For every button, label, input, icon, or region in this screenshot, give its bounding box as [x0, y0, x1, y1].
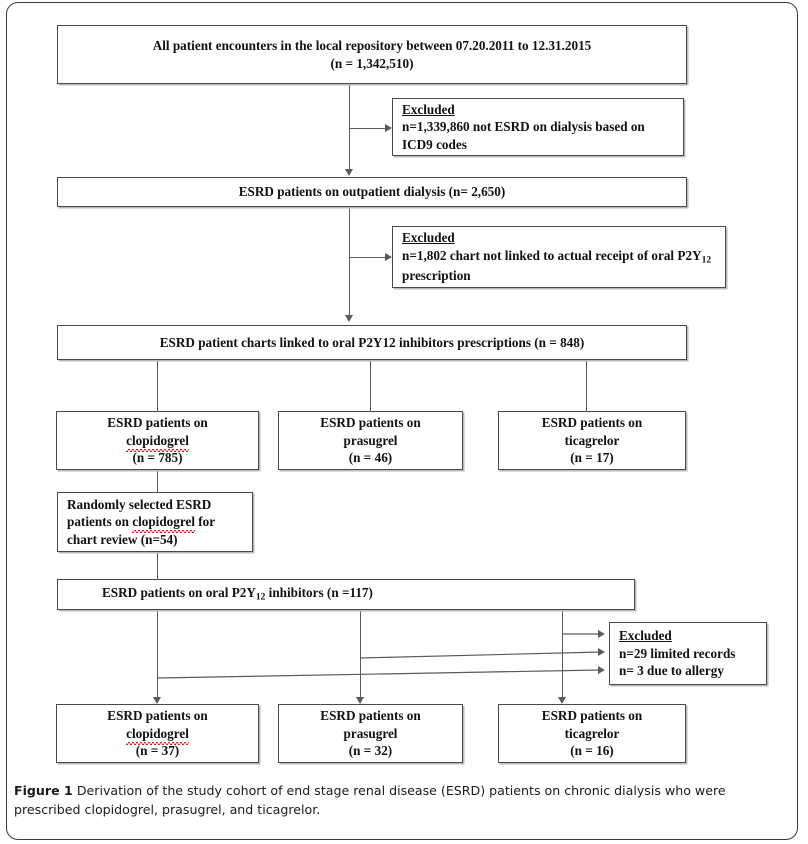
node-line: (n = 1,342,510) — [330, 55, 414, 71]
node-line: ESRD patient charts linked to oral P2Y12… — [159, 334, 585, 350]
arrowhead-right-excluded-3b — [598, 647, 605, 656]
flowchart-canvas: All patient encounters in the local repo… — [56, 25, 767, 763]
node-line: chart review (n=54) — [67, 531, 178, 547]
node-clopidogrel-bottom: ESRD patients on clopidogrel (n = 37) — [56, 704, 259, 763]
node-line: clopidogrel — [126, 725, 189, 746]
drug-name-misspelled: clopidogrel — [126, 432, 189, 453]
node-ticagrelor-top: ESRD patients on ticagrelor (n = 17) — [498, 411, 686, 470]
excluded-heading: Excluded — [619, 628, 672, 644]
excluded-body-text: n=1,802 chart not linked to actual recei… — [402, 247, 702, 263]
excluded-heading: Excluded — [402, 230, 455, 246]
node-charts-linked: ESRD patient charts linked to oral P2Y12… — [57, 325, 687, 360]
node-line: prasugrel — [343, 725, 398, 741]
connector-stem-prasugrel — [370, 360, 372, 411]
node-line: (n = 17) — [570, 450, 614, 466]
connector-stem-2 — [349, 207, 351, 320]
node-excluded-2: Excluded n=1,802 chart not linked to act… — [392, 226, 726, 288]
node-line: ESRD patients on oral P2Y12 inhibitors (… — [102, 584, 373, 604]
node-ticagrelor-bottom: ESRD patients on ticagrelor (n = 16) — [498, 704, 686, 763]
arrowhead-right-excluded-3a — [598, 629, 605, 638]
node-line: ESRD patients on — [107, 708, 208, 724]
drug-name-misspelled: clopidogrel — [132, 514, 195, 534]
node-line: (n = 16) — [570, 743, 614, 759]
node-oral-inhibitors: ESRD patients on oral P2Y12 inhibitors (… — [57, 579, 635, 610]
node-line: ESRD patients on — [320, 708, 421, 724]
node-line: prasugrel — [343, 432, 398, 448]
p2y12-subscript: 12 — [701, 255, 712, 266]
figure-caption-label: Figure 1 — [14, 783, 73, 798]
node-line: (n = 32) — [348, 743, 393, 759]
node-line-text: patients on — [67, 514, 133, 530]
node-line: All patient encounters in the local repo… — [152, 38, 592, 54]
connector-stem-ticagrelor — [586, 360, 588, 411]
connector-branch-excluded-1 — [349, 128, 388, 130]
node-line-tail: for — [194, 514, 216, 530]
arrowhead-down-bottom-1 — [152, 697, 161, 704]
arrowhead-down-bottom-3 — [557, 697, 566, 704]
node-line: ESRD patients on — [320, 415, 421, 431]
arrowhead-right-excluded-3c — [598, 665, 605, 674]
node-line: ESRD patients on outpatient dialysis (n=… — [238, 184, 506, 200]
connector-stem-bottom-prasugrel — [360, 610, 362, 702]
node-line-tail: inhibitors (n =117) — [265, 585, 373, 601]
node-excluded-3: Excluded n=29 limited records n= 3 due t… — [609, 622, 767, 685]
node-line: clopidogrel — [126, 432, 189, 453]
excluded-body: n= 3 due to allergy — [619, 663, 724, 679]
arrowhead-right-1 — [385, 123, 392, 132]
node-line: patients on clopidogrel for — [67, 513, 216, 534]
connector-stem-4 — [157, 552, 159, 579]
node-line-text: ESRD patients on oral P2Y — [102, 585, 256, 601]
node-prasugrel-top: ESRD patients on prasugrel (n = 46) — [278, 411, 463, 470]
node-line: (n = 785) — [132, 450, 183, 466]
node-excluded-1: Excluded n=1,339,860 not ESRD on dialysi… — [392, 98, 684, 156]
connector-stem-clopidogrel — [157, 360, 159, 411]
node-line: (n = 37) — [135, 743, 180, 759]
node-all-patient-encounters: All patient encounters in the local repo… — [57, 25, 687, 84]
node-line: ticagrelor — [564, 725, 620, 741]
arrowhead-down-1 — [344, 169, 353, 176]
arrowhead-down-bottom-2 — [355, 697, 364, 704]
connector-stem-3 — [157, 470, 159, 492]
figure-caption: Figure 1 Derivation of the study cohort … — [14, 782, 792, 820]
node-line: ESRD patients on — [107, 415, 208, 431]
node-prasugrel-bottom: ESRD patients on prasugrel (n = 32) — [278, 704, 463, 763]
drug-name-misspelled: clopidogrel — [126, 725, 189, 746]
excluded-heading: Excluded — [402, 101, 455, 117]
figure-caption-text: Derivation of the study cohort of end st… — [14, 783, 726, 817]
p2y12-subscript: 12 — [255, 593, 266, 604]
node-line: ESRD patients on — [541, 415, 643, 431]
arrowhead-down-2 — [344, 315, 353, 322]
node-outpatient-dialysis: ESRD patients on outpatient dialysis (n=… — [57, 177, 687, 207]
connector-stem-bottom-clopidogrel — [157, 610, 159, 702]
excluded-body: n=1,802 chart not linked to actual recei… — [402, 247, 719, 285]
node-line: ESRD patients on — [541, 708, 643, 724]
excluded-body-tail: prescription — [402, 268, 471, 284]
node-clopidogrel-top: ESRD patients on clopidogrel (n = 785) — [56, 411, 259, 470]
connector-stem-bottom-ticagrelor — [562, 610, 564, 702]
excluded-body: n=1,339,860 not ESRD on dialysis based o… — [402, 119, 645, 152]
node-line: ticagrelor — [564, 432, 620, 448]
node-line: (n = 46) — [348, 450, 393, 466]
connector-branch-excluded-2 — [349, 257, 388, 259]
arrowhead-right-2 — [385, 252, 392, 261]
node-line: Randomly selected ESRD — [67, 496, 212, 512]
node-random-selection: Randomly selected ESRD patients on clopi… — [57, 492, 253, 552]
excluded-body: n=29 limited records — [619, 645, 736, 661]
